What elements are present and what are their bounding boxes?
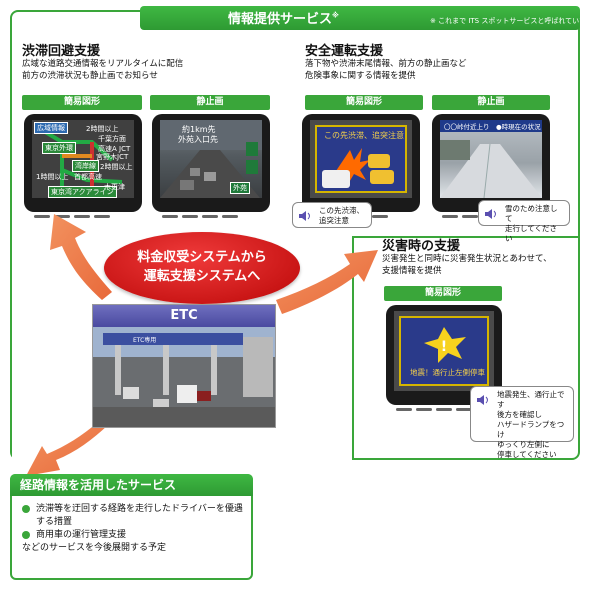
route-info-list: 渋滞等を迂回する経路を走行したドライバーを優遇する措置 商用車の運行管理支援 な… (22, 503, 247, 555)
center-message-ellipse (104, 232, 300, 304)
map-text: 木更津 (104, 183, 125, 191)
safety-title: 安全運転支援 (305, 44, 384, 59)
route-bullet: 商用車の運行管理支援 (22, 529, 247, 542)
safety-desc: 落下物や渋滞末尾情報、前方の静止画など危険事象に関する情報を提供 (305, 59, 467, 81)
etc-label: ETC (93, 305, 275, 327)
etc-photo: ETC ETC専用 (92, 304, 276, 428)
map-text: 1時間以上 (36, 173, 69, 181)
map-text: 広域情報 (34, 122, 68, 134)
congestion-still-monitor: 約1km先 外苑入口先 外苑 (152, 114, 270, 218)
map-text: 東京外環 (42, 142, 76, 154)
disaster-voice-bubble: 地震発生、通行止です 後方を確認し ハザードランプをつけ ゆっくり左側に 停車し… (470, 386, 574, 459)
disaster-simple-label: 簡易図形 (384, 286, 502, 301)
route-footer: などのサービスを今後展開する予定 (22, 543, 167, 553)
map-text: 東京湾アクアライン (48, 186, 117, 198)
map-text: 首都高速 (74, 173, 102, 181)
still-caption: 〇〇峠付近上り ●時現在の状況 (444, 123, 541, 131)
disaster-screen-text: 地震！通行止左側停車 (410, 368, 485, 377)
safety-voice-bubble-2: 雪のため注意して走行してください (478, 200, 570, 243)
frame-inner-line (352, 236, 580, 238)
safety-simple-monitor: この先渋滞、追突注意 (302, 114, 420, 218)
still-text: 外苑 (230, 182, 250, 194)
header-note: ※ これまで ITS スポットサービスと呼ばれていたサービス (430, 17, 590, 25)
still-text: 外苑入口先 (178, 135, 218, 144)
congestion-simple-label: 簡易図形 (22, 95, 142, 110)
congestion-map-monitor: 広域情報 東京外環 2時間以上 千葉方面 湾岸線 高速A JCT 2時間以上 宮… (24, 114, 142, 218)
etc-toll-gate-photo (93, 327, 275, 427)
map-text: 千葉方面 (98, 135, 126, 143)
safety-still-monitor: 〇〇峠付近上り ●時現在の状況 (432, 114, 550, 218)
monitor-buttons (34, 203, 132, 218)
safety-screen-text: この先渋滞、追突注意 (324, 131, 404, 140)
disaster-title: 災害時の支援 (382, 239, 461, 254)
snow-road-photo (440, 120, 542, 198)
disaster-desc: 災害発生と同時に災害発生状況とあわせて、支援情報を提供 (382, 254, 552, 276)
speaker-icon (485, 209, 496, 219)
earthquake-warning-graphic: ! (399, 316, 489, 386)
map-text: 宮野木JCT (96, 153, 129, 161)
etc-sign: ETC専用 (133, 337, 157, 344)
header-bar (140, 6, 580, 30)
safety-voice-bubble-1: この先渋滞、追突注意 (292, 202, 372, 228)
speaker-icon (299, 211, 310, 221)
bullet-icon (22, 505, 30, 513)
congestion-title: 渋滞回避支援 (22, 44, 101, 59)
map-text: 2時間以上 (100, 163, 133, 171)
route-info-title: 経路情報を活用したサービス (10, 474, 253, 496)
still-text: 約1km先 (182, 125, 216, 134)
monitor-buttons (396, 396, 492, 411)
congestion-still-label: 静止画 (150, 95, 270, 110)
collision-warning-graphic (315, 125, 407, 193)
arrow-to-safety (276, 250, 378, 314)
monitor-buttons (162, 203, 260, 218)
safety-still-label: 静止画 (432, 95, 550, 110)
speaker-icon (477, 395, 488, 405)
arrow-to-route (26, 422, 108, 476)
bullet-icon (22, 531, 30, 539)
route-bullet: 渋滞等を迂回する経路を走行したドライバーを優遇する措置 (22, 503, 247, 529)
frame-inner-line-vertical (352, 236, 354, 460)
safety-simple-label: 簡易図形 (305, 95, 423, 110)
map-text: 湾岸線 (72, 160, 99, 172)
map-text: 高速A JCT (98, 145, 131, 153)
center-message: 料金収受システムから運転支援システムへ (137, 250, 267, 284)
congestion-desc: 広域な道路交通情報をリアルタイムに配信前方の渋滞状況も静止画でお知らせ (22, 59, 184, 81)
map-text: 2時間以上 (86, 125, 119, 133)
arrow-to-congestion (50, 214, 112, 300)
svg-text:!: ! (441, 339, 447, 355)
header-title: 情報提供サービス※ (228, 11, 339, 27)
